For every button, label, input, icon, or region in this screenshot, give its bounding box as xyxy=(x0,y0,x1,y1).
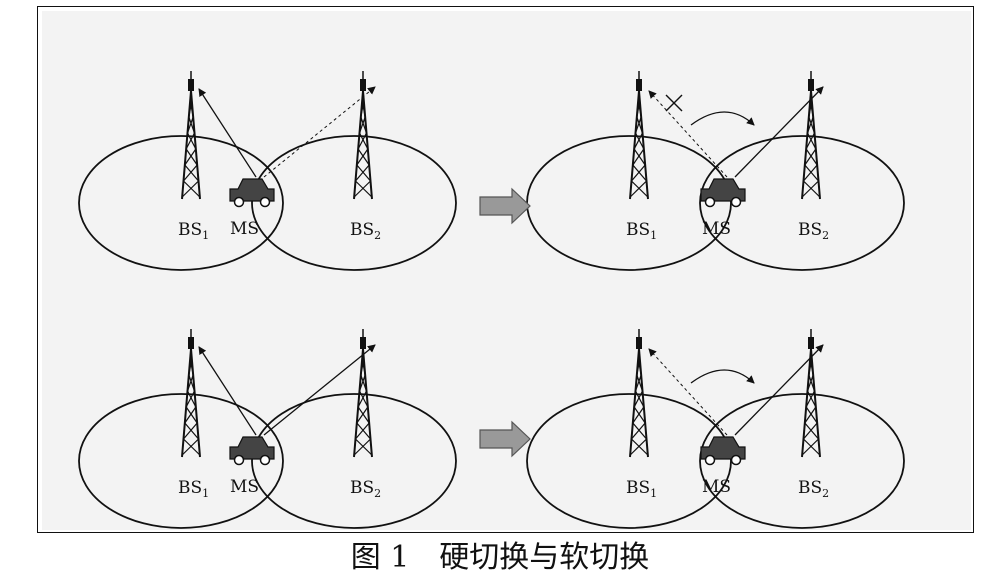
tower-bs1 xyxy=(181,71,201,200)
handoff-arrow xyxy=(690,369,755,384)
mobile-station-car xyxy=(229,436,275,466)
tower-bs2 xyxy=(801,71,821,200)
mobile-station-car xyxy=(700,178,746,208)
tower-bs2 xyxy=(353,329,373,458)
break-mark xyxy=(665,94,683,112)
label-ms: MS xyxy=(230,477,259,497)
link-bs2 xyxy=(734,86,824,178)
label-ms: MS xyxy=(230,219,259,239)
link-bs1-fading xyxy=(648,348,728,436)
cell-bs2 xyxy=(251,135,457,271)
label-bs2: BS2 xyxy=(350,220,381,242)
link-bs1-dropped xyxy=(648,90,728,178)
cell-bs2 xyxy=(251,393,457,529)
label-bs1: BS1 xyxy=(178,478,209,500)
cell-bs1 xyxy=(78,393,284,529)
figure-caption: 图 1 硬切换与软切换 xyxy=(350,540,650,575)
mobile-station-car xyxy=(229,178,275,208)
cell-bs2 xyxy=(699,393,905,529)
label-bs2: BS2 xyxy=(350,478,381,500)
link-bs2 xyxy=(734,344,824,436)
panel-hard-after: BS1 BS2 MS xyxy=(526,71,905,271)
tower-bs1 xyxy=(629,71,649,200)
label-bs1: BS1 xyxy=(626,220,657,242)
label-bs2: BS2 xyxy=(798,220,829,242)
tower-bs2 xyxy=(353,71,373,200)
label-bs1: BS1 xyxy=(178,220,209,242)
panel-hard-before: BS1 BS2 MS xyxy=(78,71,457,271)
label-ms: MS xyxy=(702,477,731,497)
cell-bs2 xyxy=(699,135,905,271)
mobile-station-car xyxy=(700,436,746,466)
transition-arrow-bottom xyxy=(479,420,531,458)
panel-soft-before: BS1 BS2 MS xyxy=(78,329,457,529)
transition-arrow-top xyxy=(479,187,531,225)
link-bs1 xyxy=(198,88,257,178)
handoff-arrow xyxy=(690,111,755,126)
tower-bs1 xyxy=(181,329,201,458)
label-bs1: BS1 xyxy=(626,478,657,500)
tower-bs1 xyxy=(629,329,649,458)
cell-bs1 xyxy=(78,135,284,271)
label-ms: MS xyxy=(702,219,731,239)
panel-soft-after: BS1 BS2 MS xyxy=(526,329,905,529)
link-bs1 xyxy=(198,346,257,436)
link-bs2 xyxy=(263,344,376,436)
tower-bs2 xyxy=(801,329,821,458)
label-bs2: BS2 xyxy=(798,478,829,500)
